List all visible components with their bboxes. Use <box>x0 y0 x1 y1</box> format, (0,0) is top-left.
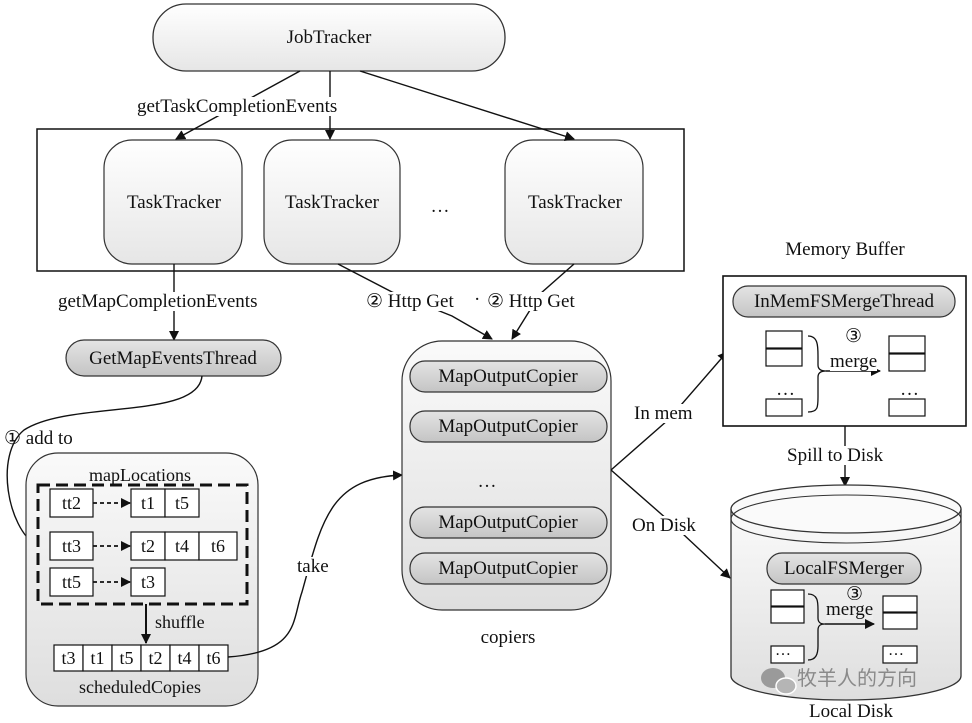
scheduled-copy-label: t5 <box>119 648 134 668</box>
map-output-copier-node <box>409 410 608 443</box>
take-label: take <box>297 556 329 577</box>
map-output-copier-node <box>409 552 608 585</box>
local-disk-title: Local Disk <box>809 701 893 722</box>
scheduled-copy-cell <box>111 644 142 672</box>
task-tracker-node-1 <box>103 139 243 265</box>
merge-label-disk: merge <box>826 599 874 620</box>
wechat-icon <box>761 668 797 695</box>
job-tracker-node <box>152 3 506 72</box>
task-tracker-label-3: TaskTracker <box>528 192 622 213</box>
task-tracker-node-2 <box>263 139 401 265</box>
disk-segment <box>770 606 805 624</box>
map-output-copier-label: MapOutputCopier <box>438 416 578 437</box>
map-output-copier-node <box>409 506 608 539</box>
get-map-completion-events-label: getMapCompletionEvents <box>58 291 258 312</box>
buffer-segment <box>765 330 803 349</box>
in-mem-fs-merge-thread-node <box>732 285 956 318</box>
http-get-label-2: ② Http Get <box>487 291 575 312</box>
map-output-copier-label: MapOutputCopier <box>438 558 578 579</box>
map-value-cell <box>164 488 200 518</box>
map-key-label: tt2 <box>61 493 81 513</box>
map-value-cell <box>130 531 166 561</box>
map-value-label: t1 <box>140 493 155 513</box>
map-value-cell <box>198 531 238 561</box>
scheduled-copy-label: t3 <box>61 648 76 668</box>
in-mem-label: In mem <box>634 403 693 424</box>
disk-segment <box>770 589 805 607</box>
ellipsis-left-mem: … <box>776 379 795 400</box>
map-value-cell <box>164 531 200 561</box>
arrow-add-to <box>6 375 203 546</box>
scheduled-copies-title: scheduledCopies <box>79 677 201 697</box>
get-task-completion-events-label: getTaskCompletionEvents <box>135 96 340 117</box>
on-disk-label: On Disk <box>632 515 696 536</box>
arrow-take <box>227 470 403 658</box>
disk-segment <box>882 612 918 630</box>
disk-segment <box>882 595 918 613</box>
spill-to-disk-label: Spill to Disk <box>787 445 884 466</box>
get-map-events-thread-node <box>65 339 282 377</box>
map-value-label: t4 <box>174 536 189 556</box>
ellipsis-right-disk: … <box>888 642 904 659</box>
local-fs-merger-label: LocalFSMerger <box>784 558 904 579</box>
map-output-copier-label: MapOutputCopier <box>438 512 578 533</box>
buffer-segment <box>765 398 803 417</box>
local-disk-top <box>730 484 962 534</box>
map-value-label: t3 <box>140 572 155 592</box>
buffer-segment <box>888 353 926 372</box>
merge-step-number-disk: ③ <box>846 584 864 605</box>
arrow-jt-to-tt3 <box>359 70 575 142</box>
scheduled-copy-label: t1 <box>90 648 105 668</box>
http-get-label-1: ② Http Get <box>366 291 454 312</box>
in-mem-fs-merge-thread-label: InMemFSMergeThread <box>753 291 935 312</box>
scheduled-copy-label: t4 <box>177 648 192 668</box>
memory-buffer-title: Memory Buffer <box>785 239 905 260</box>
map-locations-dashed-box <box>36 483 249 606</box>
map-output-copier-node <box>409 360 608 393</box>
merge-step-number-mem: ③ <box>845 326 863 347</box>
disk-segment <box>770 645 805 664</box>
scheduled-copy-cell <box>82 644 113 672</box>
task-tracker-label-2: TaskTracker <box>285 192 379 213</box>
task-tracker-ellipsis: … <box>430 196 450 217</box>
map-locations-title: mapLocations <box>89 465 191 485</box>
map-key-label: tt5 <box>61 572 81 592</box>
ellipsis-left-disk: … <box>775 642 791 659</box>
local-fs-merger-node <box>766 552 922 585</box>
job-tracker-label: JobTracker <box>286 27 372 48</box>
shuffle-label: shuffle <box>155 612 205 632</box>
copiers-container <box>401 340 612 611</box>
http-get-separator: · <box>474 289 481 310</box>
scheduled-copy-label: t6 <box>206 648 221 668</box>
buffer-segment <box>765 348 803 367</box>
buffer-segment <box>888 335 926 354</box>
map-output-copier-label: MapOutputCopier <box>438 366 578 387</box>
add-to-label: ① add to <box>4 428 73 449</box>
copiers-label: copiers <box>480 627 536 648</box>
map-value-label: t5 <box>174 493 189 513</box>
task-tracker-label-1: TaskTracker <box>127 192 221 213</box>
get-map-events-thread-label: GetMapEventsThread <box>89 348 257 369</box>
map-value-cell <box>130 488 166 518</box>
scheduled-copy-cell <box>198 644 229 672</box>
disk-segment <box>882 645 918 664</box>
buffer-segment <box>888 398 926 417</box>
ellipsis-right-mem: … <box>900 379 919 400</box>
map-value-label: t6 <box>210 536 225 556</box>
copiers-ellipsis: … <box>477 471 497 492</box>
watermark-text: 牧羊人的方向 <box>797 666 917 690</box>
map-key-label: tt3 <box>61 536 81 556</box>
merge-label-mem: merge <box>830 351 878 372</box>
local-disk-rim <box>730 494 962 544</box>
map-value-cell <box>130 567 166 597</box>
scheduled-copy-label: t2 <box>148 648 163 668</box>
map-value-label: t2 <box>140 536 155 556</box>
